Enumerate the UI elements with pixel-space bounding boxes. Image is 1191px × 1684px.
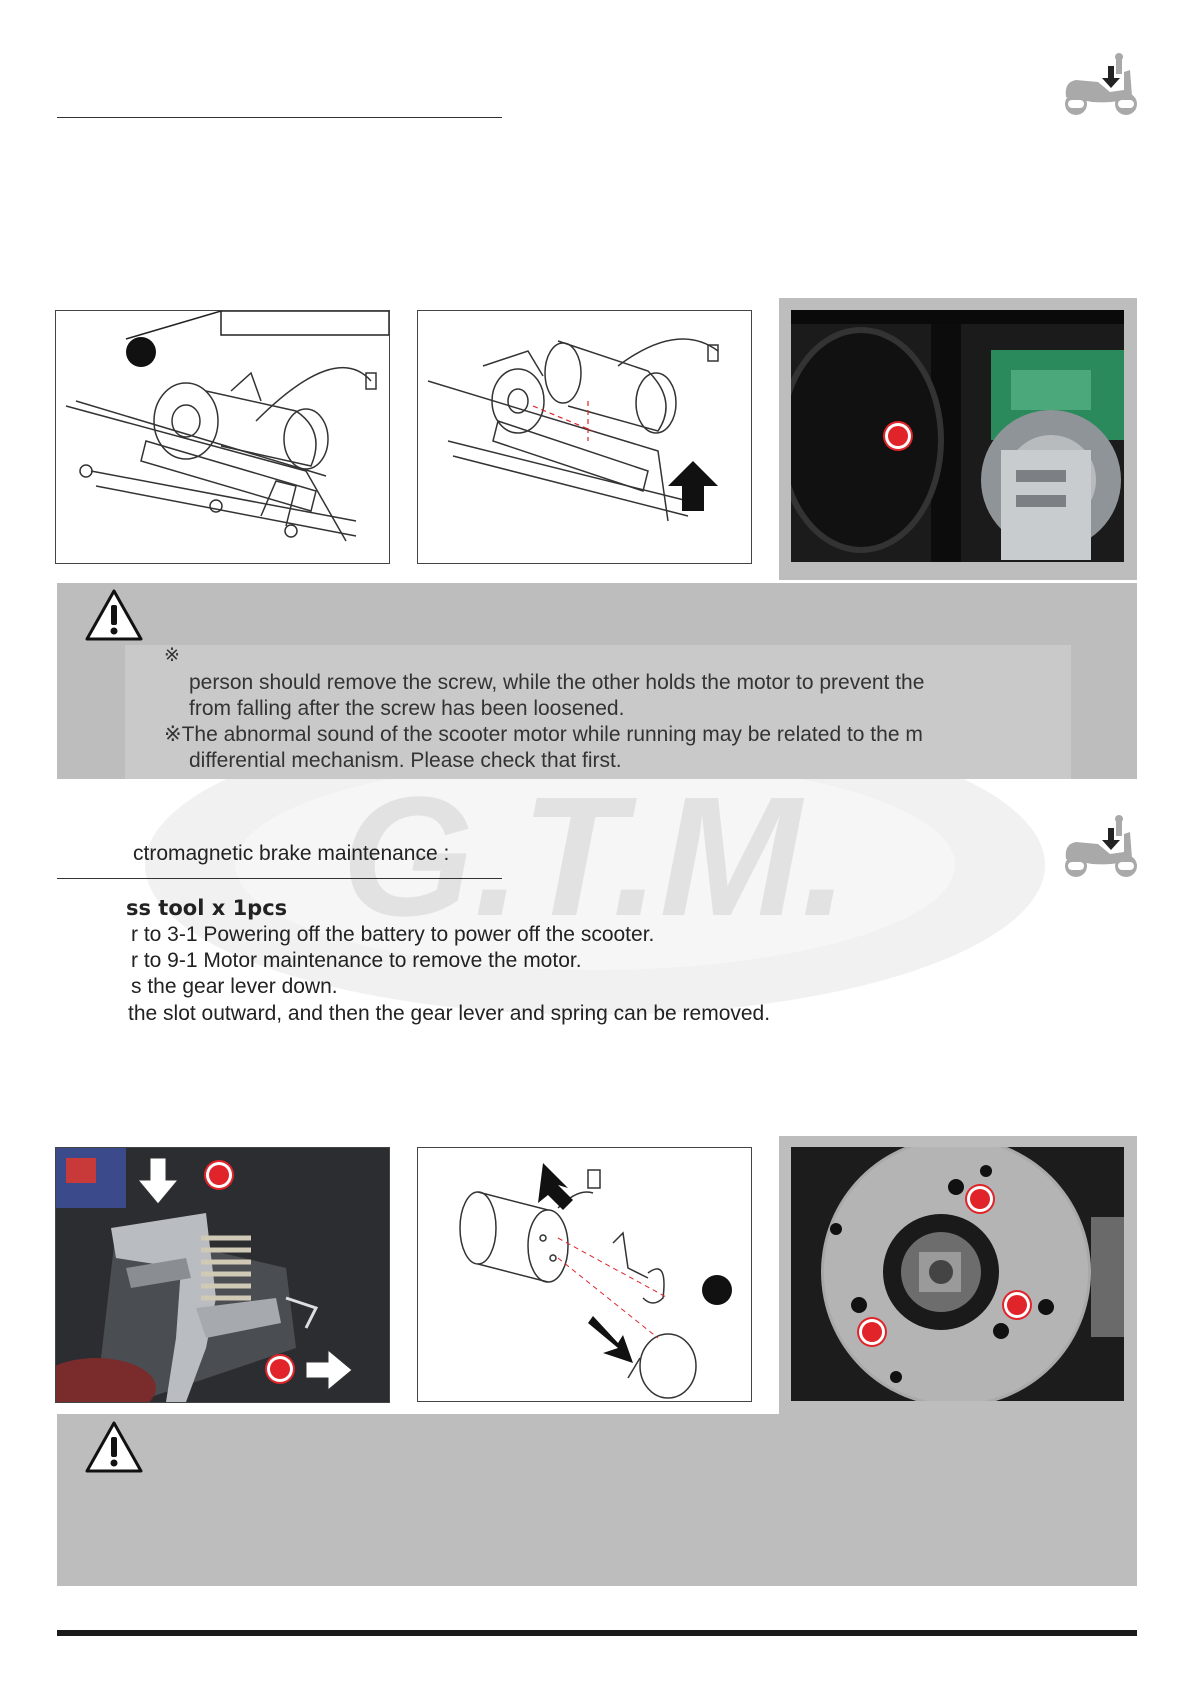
scooter-icon: [1065, 53, 1137, 115]
up-left-arrow-icon: [538, 1163, 573, 1210]
motor-diagram-2: [417, 310, 752, 564]
red-marker: [859, 1319, 885, 1345]
brake-disc-photo: [791, 1147, 1124, 1401]
note-line-2: person should remove the screw, while th…: [189, 671, 925, 694]
section-1-rule: [57, 117, 502, 118]
footer-rule: [57, 1630, 1137, 1636]
warning-icon: [85, 1421, 143, 1473]
gtm-watermark: G.T.M. ®: [145, 715, 1045, 1015]
section-2-rule: [57, 878, 502, 879]
red-marker: [1004, 1292, 1030, 1318]
watermark-text: G.T.M.: [342, 762, 849, 952]
note-line-5: differential mechanism. Please check tha…: [189, 749, 622, 772]
note-inner-panel: [125, 645, 1071, 779]
note-line-3: from falling after the screw has been lo…: [189, 697, 625, 720]
red-marker: [885, 423, 911, 449]
note-line-1: ※: [164, 645, 180, 666]
down-right-arrow-icon: [588, 1316, 633, 1363]
tool-line: ss tool x 1pcs: [126, 896, 288, 920]
step-4: the slot outward, and then the gear leve…: [128, 1002, 771, 1025]
warning-icon: [85, 589, 143, 641]
brake-exploded-diagram: [417, 1147, 752, 1402]
up-arrow-icon: [668, 461, 718, 511]
section-2-note-box: [57, 1414, 1137, 1586]
callout-dot: [126, 337, 156, 367]
section-2-heading: ctromagnetic brake maintenance :: [133, 842, 450, 865]
red-marker: [267, 1356, 293, 1382]
step-3: s the gear lever down.: [131, 975, 338, 998]
red-marker: [206, 1162, 232, 1188]
right-arrow-icon: [306, 1350, 352, 1390]
callout-dot: [702, 1275, 732, 1305]
motor-diagram-1: [55, 310, 390, 564]
gear-lever-photo: [55, 1147, 390, 1403]
note-line-4: ※The abnormal sound of the scooter motor…: [164, 723, 923, 746]
down-arrow-icon: [138, 1158, 178, 1204]
motor-photo: [791, 310, 1124, 562]
step-1: r to 3-1 Powering off the battery to pow…: [131, 923, 655, 946]
step-2: r to 9-1 Motor maintenance to remove the…: [131, 949, 582, 972]
scooter-icon-2: [1065, 815, 1137, 877]
red-marker: [967, 1186, 993, 1212]
